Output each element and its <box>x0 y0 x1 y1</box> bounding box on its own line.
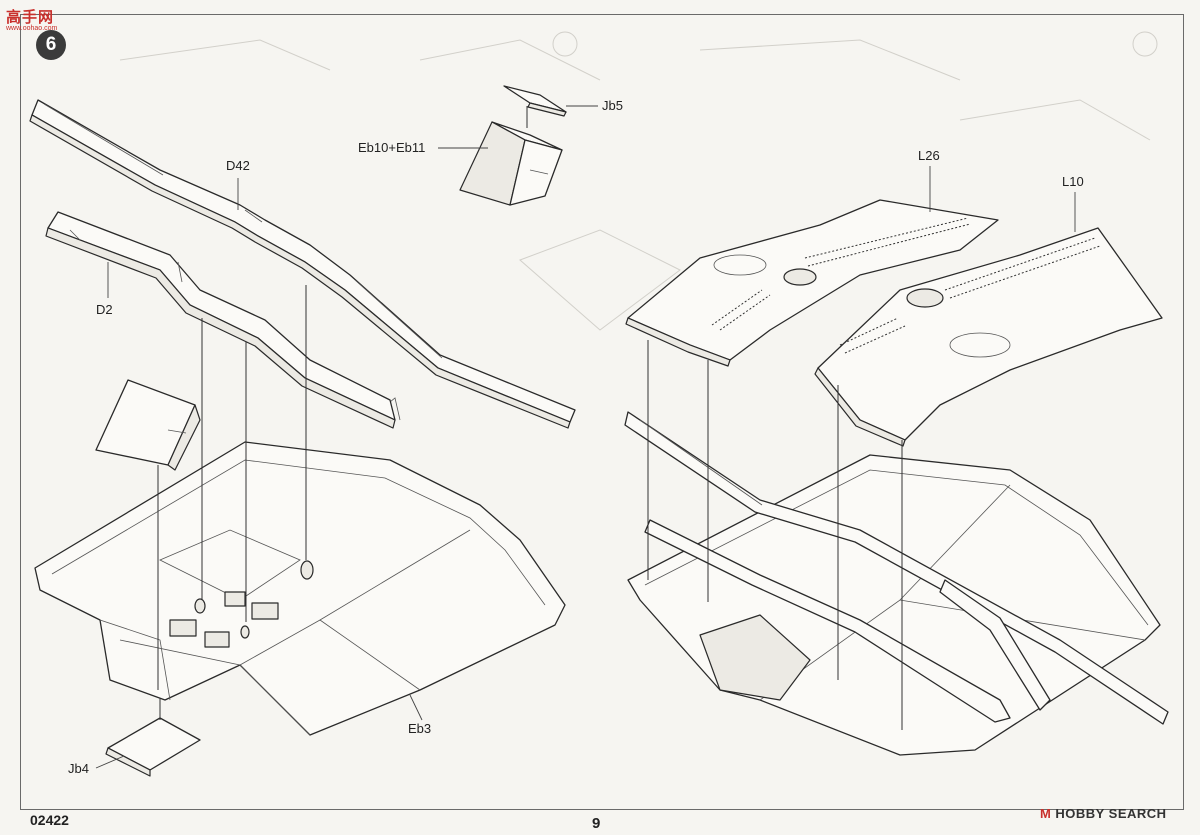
watermark-text: HOBBY SEARCH <box>1055 806 1167 821</box>
logo-text: 高手网 <box>6 9 55 26</box>
label-l26: L26 <box>918 148 940 163</box>
logo-url: www.oohao.com <box>6 25 58 32</box>
label-d2: D2 <box>96 302 113 317</box>
page-frame <box>20 14 1184 810</box>
label-jb5: Jb5 <box>602 98 623 113</box>
site-logo: 高手网 www.oohao.com <box>6 6 72 32</box>
part-jb5 <box>503 85 567 117</box>
label-eb3: Eb3 <box>408 721 431 736</box>
label-eb10-eb11: Eb10+Eb11 <box>358 140 425 155</box>
part-l26 <box>625 199 999 367</box>
right-assembly-arrows <box>647 340 903 730</box>
part-labels: Jb5 Eb10+Eb11 D42 D2 Eb3 Jb4 L26 L10 <box>68 98 1084 776</box>
part-l10 <box>814 227 1163 447</box>
part-eb10-eb11 <box>459 121 563 206</box>
label-d42: D42 <box>226 158 250 173</box>
part-right-rail-lower <box>644 519 1051 723</box>
watermark-mark: M <box>1040 806 1052 821</box>
label-jb4: Jb4 <box>68 761 89 776</box>
bleed-through-lines <box>119 31 1158 331</box>
part-d2 <box>45 211 396 429</box>
part-eb3 <box>34 441 566 736</box>
catalog-number: 02422 <box>30 812 69 828</box>
left-assembly-arrows <box>157 285 307 720</box>
part-d42 <box>29 99 576 429</box>
part-right-rail-upper <box>624 411 1169 725</box>
part-jb4 <box>105 717 201 777</box>
step-number-badge: 6 <box>36 30 66 60</box>
page-number: 9 <box>592 815 601 832</box>
label-l10: L10 <box>1062 174 1084 189</box>
part-left-block <box>95 379 201 471</box>
